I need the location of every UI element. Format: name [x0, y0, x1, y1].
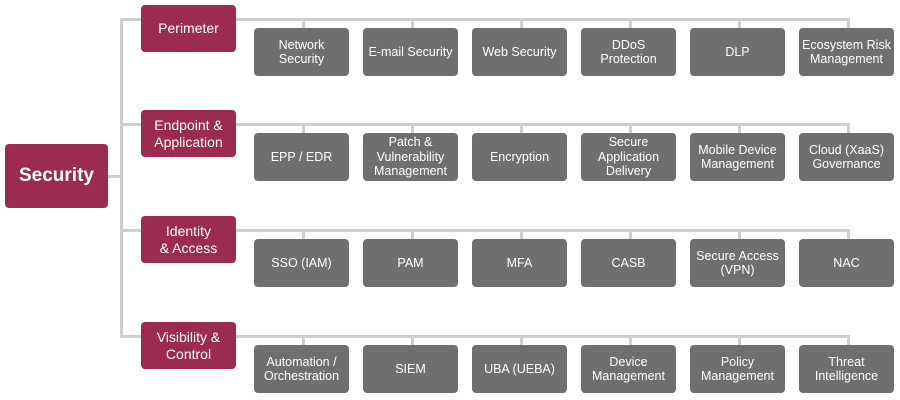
connector-drop-uba-ueba: [519, 335, 523, 345]
item-web-security: Web Security: [472, 28, 567, 76]
item-threat-intelligence: Threat Intelligence: [799, 345, 894, 393]
connector-drop-automation-orchestration: [301, 335, 305, 345]
item-siem: SIEM: [363, 345, 458, 393]
item-sso-iam: SSO (IAM): [254, 239, 349, 287]
item-device-management: Device Management: [581, 345, 676, 393]
connector-drop-epp-edr: [301, 123, 305, 133]
connector-trunk-to-perimeter: [120, 18, 141, 21]
connector-drop-cloud-xaas-governance: [846, 123, 850, 133]
connector-trunk-to-endpoint-application: [120, 123, 141, 126]
connector-drop-encryption: [519, 123, 523, 133]
connector-drop-patch-vulnerability-management: [410, 123, 414, 133]
connector-drop-web-security: [519, 18, 523, 28]
item-casb: CASB: [581, 239, 676, 287]
connector-bus-perimeter: [236, 18, 850, 21]
item-ecosystem-risk-management: Ecosystem Risk Management: [799, 28, 894, 76]
item-email-security: E-mail Security: [363, 28, 458, 76]
item-dlp: DLP: [690, 28, 785, 76]
connector-drop-mobile-device-management: [737, 123, 741, 133]
item-network-security: Network Security: [254, 28, 349, 76]
root-node-security: Security: [5, 144, 108, 208]
connector-drop-threat-intelligence: [846, 335, 850, 345]
connector-trunk: [120, 18, 123, 338]
item-patch-vulnerability-management: Patch & Vulnerability Management: [363, 133, 458, 181]
item-automation-orchestration: Automation / Orchestration: [254, 345, 349, 393]
item-nac: NAC: [799, 239, 894, 287]
connector-drop-email-security: [410, 18, 414, 28]
item-encryption: Encryption: [472, 133, 567, 181]
item-secure-application-delivery: Secure Application Delivery: [581, 133, 676, 181]
connector-drop-ecosystem-risk-management: [846, 18, 850, 28]
connector-drop-siem: [410, 335, 414, 345]
connector-trunk-to-visibility-control: [120, 335, 141, 338]
item-mfa: MFA: [472, 239, 567, 287]
item-ddos-protection: DDoS Protection: [581, 28, 676, 76]
item-mobile-device-management: Mobile Device Management: [690, 133, 785, 181]
item-cloud-xaas-governance: Cloud (XaaS) Governance: [799, 133, 894, 181]
item-policy-management: Policy Management: [690, 345, 785, 393]
connector-drop-sso-iam: [301, 229, 305, 239]
connector-bus-endpoint-application: [236, 123, 850, 126]
connector-drop-mfa: [519, 229, 523, 239]
item-pam: PAM: [363, 239, 458, 287]
item-secure-access-vpn: Secure Access (VPN): [690, 239, 785, 287]
category-identity-access: Identity & Access: [141, 216, 236, 263]
connector-drop-policy-management: [737, 335, 741, 345]
item-uba-ueba: UBA (UEBA): [472, 345, 567, 393]
connector-drop-pam: [410, 229, 414, 239]
connector-drop-secure-access-vpn: [737, 229, 741, 239]
connector-drop-device-management: [628, 335, 632, 345]
connector-drop-casb: [628, 229, 632, 239]
category-visibility-control: Visibility & Control: [141, 322, 236, 369]
connector-drop-secure-application-delivery: [628, 123, 632, 133]
connector-drop-network-security: [301, 18, 305, 28]
connector-drop-nac: [846, 229, 850, 239]
category-perimeter: Perimeter: [141, 5, 236, 52]
connector-bus-identity-access: [236, 229, 850, 232]
item-epp-edr: EPP / EDR: [254, 133, 349, 181]
connector-bus-visibility-control: [236, 335, 850, 338]
connector-trunk-to-identity-access: [120, 229, 141, 232]
connector-drop-dlp: [737, 18, 741, 28]
connector-drop-ddos-protection: [628, 18, 632, 28]
connector-root-to-trunk: [108, 175, 120, 178]
category-endpoint-application: Endpoint & Application: [141, 110, 236, 157]
